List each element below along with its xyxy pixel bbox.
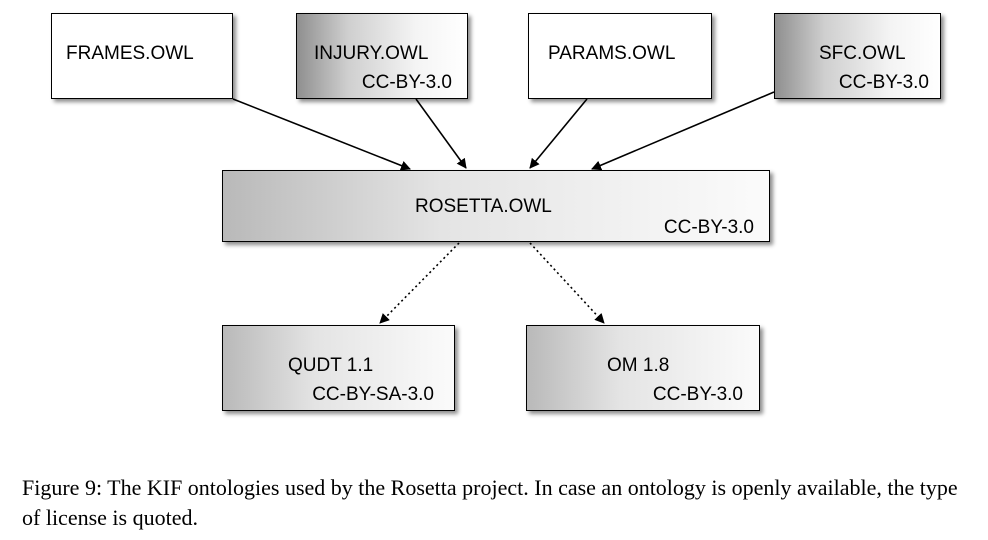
node-license: CC-BY-3.0 bbox=[663, 217, 754, 238]
edge-injury-to-rosetta bbox=[415, 98, 467, 169]
node-om: OM 1.8 CC-BY-3.0 bbox=[526, 325, 760, 411]
edge-params-to-rosetta bbox=[529, 98, 588, 169]
node-name: ROSETTA.OWL bbox=[415, 196, 552, 217]
node-rosetta-owl: ROSETTA.OWL CC-BY-3.0 bbox=[222, 170, 770, 242]
edge-frames-to-rosetta bbox=[232, 98, 411, 171]
edge-rosetta-to-om bbox=[529, 242, 605, 324]
node-params-owl: PARAMS.OWL bbox=[528, 13, 712, 99]
node-qudt: QUDT 1.1 CC-BY-SA-3.0 bbox=[222, 325, 455, 411]
node-injury-owl: INJURY.OWL CC-BY-3.0 bbox=[296, 13, 468, 99]
node-name: SFC.OWL bbox=[819, 43, 906, 64]
node-name: QUDT 1.1 bbox=[288, 355, 374, 376]
node-license: CC-BY-3.0 bbox=[361, 72, 452, 93]
edge-rosetta-to-qudt bbox=[379, 242, 460, 324]
node-name: PARAMS.OWL bbox=[548, 43, 676, 64]
node-license: CC-BY-3.0 bbox=[838, 72, 929, 93]
node-name: FRAMES.OWL bbox=[66, 43, 194, 64]
node-name: OM 1.8 bbox=[607, 355, 670, 376]
figure-caption: Figure 9: The KIF ontologies used by the… bbox=[22, 475, 958, 530]
node-frames-owl: FRAMES.OWL bbox=[51, 13, 233, 99]
node-sfc-owl: SFC.OWL CC-BY-3.0 bbox=[774, 13, 941, 99]
node-license: CC-BY-SA-3.0 bbox=[312, 384, 434, 405]
node-license: CC-BY-3.0 bbox=[652, 384, 743, 405]
node-name: INJURY.OWL bbox=[314, 43, 429, 64]
edge-sfc-to-rosetta bbox=[591, 91, 775, 171]
